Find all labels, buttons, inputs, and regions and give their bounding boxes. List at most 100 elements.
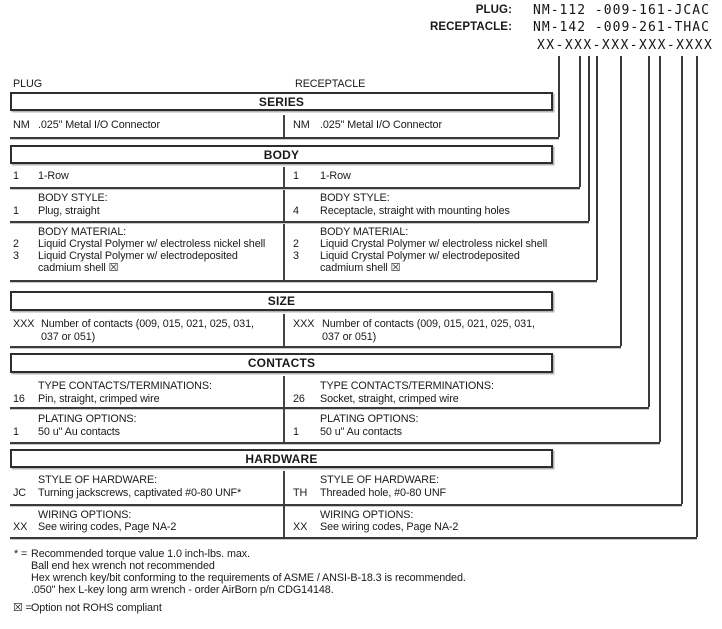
type-contacts-label-receptacle: TYPE CONTACTS/TERMINATIONS: bbox=[320, 380, 494, 392]
body-style-receptacle-code: 4 bbox=[293, 205, 299, 217]
type-contacts-receptacle-code: 26 bbox=[293, 393, 305, 405]
body-row-plug-code: 1 bbox=[13, 170, 19, 182]
wiring-plug-desc: See wiring codes, Page NA-2 bbox=[38, 521, 177, 533]
body-row-receptacle-code: 1 bbox=[293, 170, 299, 182]
row-separator-row bbox=[10, 187, 580, 189]
plug-part-number-label: PLUG: bbox=[475, 4, 512, 16]
row-separator-wiring bbox=[10, 537, 697, 539]
rohs-footnote-prefix: ☒ = bbox=[13, 602, 32, 614]
leader-line-row bbox=[579, 56, 581, 187]
body-material-receptacle-desc-3-line2: cadmium shell ☒ bbox=[320, 262, 401, 274]
hardware-style-receptacle-code: TH bbox=[293, 487, 308, 499]
plating-plug-desc: 50 u" Au contacts bbox=[38, 426, 120, 438]
size-plug-desc-line1: Number of contacts (009, 015, 021, 025, … bbox=[41, 318, 254, 330]
size-plug-desc-line2: 037 or 051) bbox=[41, 331, 96, 343]
column-divider bbox=[283, 190, 285, 221]
hardware-section-header: HARDWARE bbox=[10, 449, 553, 468]
column-divider bbox=[283, 471, 285, 504]
type-contacts-plug-desc: Pin, straight, crimped wire bbox=[38, 393, 160, 405]
column-divider bbox=[283, 376, 285, 407]
wiring-plug-code: XX bbox=[13, 521, 28, 533]
body-row-receptacle-desc: 1-Row bbox=[320, 170, 351, 182]
footnote-torque: Recommended torque value 1.0 inch-lbs. m… bbox=[31, 548, 250, 560]
body-material-plug-desc-3-line1: Liquid Crystal Polymer w/ electrodeposit… bbox=[38, 250, 238, 262]
body-material-plug-desc-2: Liquid Crystal Polymer w/ electroless ni… bbox=[38, 238, 266, 250]
row-separator-plating bbox=[10, 442, 660, 444]
size-receptacle-desc-line1: Number of contacts (009, 015, 021, 025, … bbox=[322, 318, 535, 330]
column-divider bbox=[283, 115, 285, 137]
body-material-label-receptacle: BODY MATERIAL: bbox=[320, 226, 409, 238]
plating-receptacle-desc: 50 u" Au contacts bbox=[320, 426, 402, 438]
body-style-label-plug: BODY STYLE: bbox=[38, 192, 108, 204]
row-separator-body-material bbox=[10, 280, 597, 282]
size-section-header: SIZE bbox=[10, 291, 553, 311]
series-plug-code: NM bbox=[13, 119, 30, 131]
wiring-label-receptacle: WIRING OPTIONS: bbox=[320, 509, 414, 521]
wiring-receptacle-desc: See wiring codes, Page NA-2 bbox=[320, 521, 459, 533]
asterisk-footnote-prefix: * = bbox=[14, 548, 28, 560]
hardware-style-receptacle-desc: Threaded hole, #0-80 UNF bbox=[320, 487, 447, 499]
receptacle-part-number: NM-142 -009-261-THAC bbox=[533, 20, 710, 35]
plating-label-receptacle: PLATING OPTIONS: bbox=[320, 413, 419, 425]
body-style-label-receptacle: BODY STYLE: bbox=[320, 192, 390, 204]
leader-line-plating bbox=[659, 56, 661, 442]
leader-line-hardware-style bbox=[681, 56, 683, 504]
footnote-hex-wrench: Hex wrench key/bit conforming to the req… bbox=[31, 572, 466, 584]
wiring-receptacle-code: XX bbox=[293, 521, 308, 533]
plating-plug-code: 1 bbox=[13, 426, 19, 438]
body-material-receptacle-desc-3-line1: Liquid Crystal Polymer w/ electrodeposit… bbox=[320, 250, 520, 262]
column-divider bbox=[283, 224, 285, 280]
column-divider bbox=[283, 167, 285, 187]
footnote-lkey: .050" hex L-key long arm wrench - order … bbox=[31, 584, 334, 596]
footnote-ball-end: Ball end hex wrench not recommended bbox=[31, 560, 215, 572]
series-receptacle-desc: .025" Metal I/O Connector bbox=[320, 119, 442, 131]
body-material-plug-code-3: 3 bbox=[13, 250, 19, 262]
hardware-style-plug-desc: Turning jackscrews, captivated #0-80 UNF… bbox=[38, 487, 242, 499]
body-style-plug-code: 1 bbox=[13, 205, 19, 217]
body-material-receptacle-code-3: 3 bbox=[293, 250, 299, 262]
size-plug-code: XXX bbox=[13, 318, 35, 330]
leader-line-series bbox=[558, 56, 560, 137]
body-material-plug-desc-3-line2: cadmium shell ☒ bbox=[38, 262, 119, 274]
plating-receptacle-code: 1 bbox=[293, 426, 299, 438]
plug-part-number: NM-112 -009-161-JCAC bbox=[533, 3, 710, 18]
body-section-header: BODY bbox=[10, 145, 553, 164]
contacts-section-header: CONTACTS bbox=[10, 353, 553, 373]
leader-line-wiring bbox=[696, 56, 698, 537]
type-contacts-receptacle-desc: Socket, straight, crimped wire bbox=[320, 393, 459, 405]
row-separator-type-contacts bbox=[10, 407, 649, 409]
hardware-style-label-receptacle: STYLE OF HARDWARE: bbox=[320, 474, 439, 486]
size-receptacle-desc-line2: 037 or 051) bbox=[322, 331, 377, 343]
body-row-plug-desc: 1-Row bbox=[38, 170, 69, 182]
row-separator-hardware-style bbox=[10, 504, 682, 506]
row-separator-body-style bbox=[10, 221, 589, 223]
series-section-header: SERIES bbox=[10, 92, 553, 111]
receptacle-column-label: RECEPTACLE bbox=[295, 78, 366, 90]
body-style-receptacle-desc: Receptacle, straight with mounting holes bbox=[320, 205, 510, 217]
plating-label-plug: PLATING OPTIONS: bbox=[38, 413, 137, 425]
hardware-style-label-plug: STYLE OF HARDWARE: bbox=[38, 474, 157, 486]
rohs-footnote-text: Option not ROHS compliant bbox=[31, 602, 162, 614]
leader-line-body-style bbox=[588, 56, 590, 221]
body-material-label-plug: BODY MATERIAL: bbox=[38, 226, 127, 238]
leader-line-size bbox=[620, 56, 622, 346]
part-number-pattern: XX-XXX-XXX-XXX-XXXX bbox=[537, 38, 714, 53]
body-material-receptacle-code-2: 2 bbox=[293, 238, 299, 250]
series-receptacle-code: NM bbox=[293, 119, 310, 131]
column-divider bbox=[283, 409, 285, 442]
type-contacts-label-plug: TYPE CONTACTS/TERMINATIONS: bbox=[38, 380, 212, 392]
leader-line-body-material bbox=[596, 56, 598, 280]
column-divider bbox=[283, 506, 285, 537]
body-style-plug-desc: Plug, straight bbox=[38, 205, 100, 217]
column-divider bbox=[283, 314, 285, 346]
series-plug-desc: .025" Metal I/O Connector bbox=[38, 119, 160, 131]
wiring-label-plug: WIRING OPTIONS: bbox=[38, 509, 132, 521]
type-contacts-plug-code: 16 bbox=[13, 393, 25, 405]
size-receptacle-code: XXX bbox=[293, 318, 315, 330]
body-material-plug-code-2: 2 bbox=[13, 238, 19, 250]
row-separator-series bbox=[10, 137, 559, 139]
receptacle-part-number-label: RECEPTACLE: bbox=[429, 21, 512, 33]
body-material-receptacle-desc-2: Liquid Crystal Polymer w/ electroless ni… bbox=[320, 238, 548, 250]
row-separator-size bbox=[10, 346, 621, 348]
